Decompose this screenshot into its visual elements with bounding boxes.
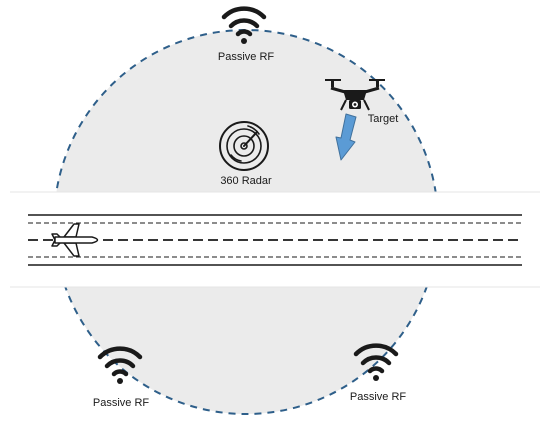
- runway: [28, 214, 522, 266]
- airplane-icon: [51, 223, 99, 257]
- wifi-icon: [221, 6, 267, 44]
- wifi-icon: [353, 343, 399, 381]
- passive-rf-label-bottom-left: Passive RF: [92, 397, 150, 409]
- radar-label: 360 Radar: [220, 175, 272, 187]
- radar-icon: [219, 121, 269, 171]
- arrow-down-icon: [335, 113, 357, 161]
- passive-rf-label-bottom-right: Passive RF: [349, 391, 407, 403]
- wifi-icon: [97, 346, 143, 384]
- drone-icon: [325, 79, 385, 111]
- passive-rf-label-top: Passive RF: [217, 51, 275, 63]
- target-label: Target: [367, 113, 399, 125]
